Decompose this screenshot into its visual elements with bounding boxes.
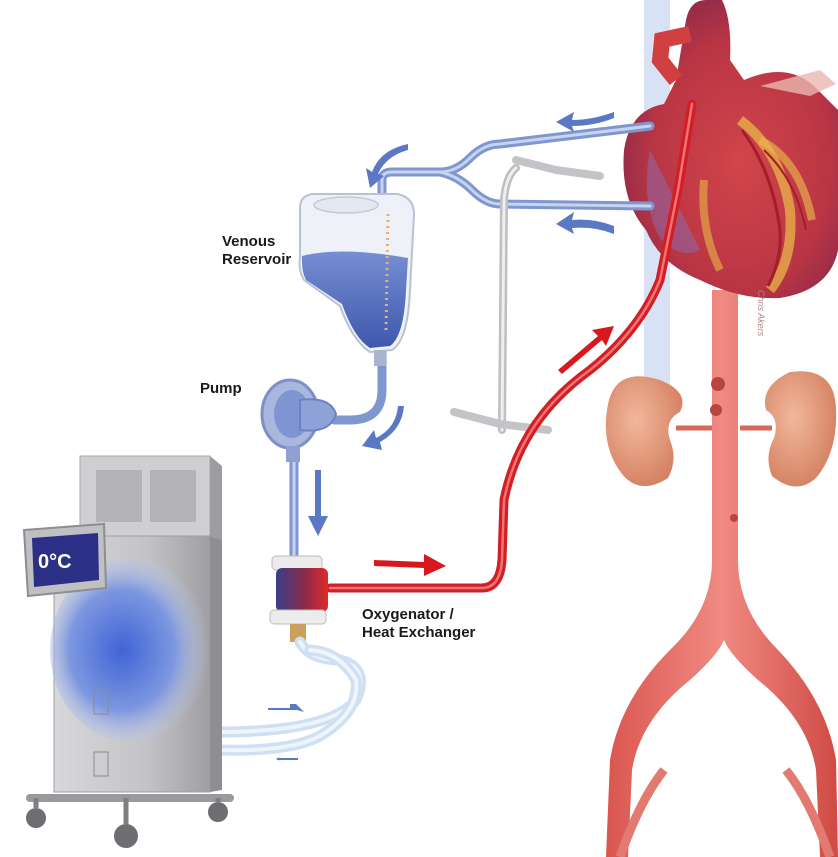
- flow-arrow-icon: [558, 326, 614, 374]
- kidney-icon: [740, 371, 836, 486]
- venous-line: [294, 126, 650, 570]
- artist-signature: Chris Akers: [756, 290, 766, 337]
- kidney-icon: [606, 376, 712, 486]
- heater-cooler-unit: [26, 456, 230, 848]
- flow-arrow-icon: [276, 754, 298, 764]
- flow-arrow-icon: [374, 554, 446, 576]
- flow-arrow-icon: [556, 212, 614, 234]
- oxygenator-label: Oxygenator / Heat Exchanger: [362, 606, 475, 642]
- venous-reservoir: [300, 194, 415, 366]
- water-lines: [218, 642, 360, 750]
- temperature-display: 0°C: [24, 524, 106, 596]
- pump-label: Pump: [200, 380, 242, 398]
- oxygenator: [270, 556, 328, 642]
- roller-pump: [262, 380, 336, 462]
- flow-arrow-icon: [268, 704, 304, 712]
- flow-arrow-icon: [366, 144, 408, 188]
- venous-reservoir-label: Venous Reservoir: [222, 233, 291, 269]
- flow-arrow-icon: [308, 470, 328, 536]
- temperature-readout: 0°C: [38, 551, 72, 573]
